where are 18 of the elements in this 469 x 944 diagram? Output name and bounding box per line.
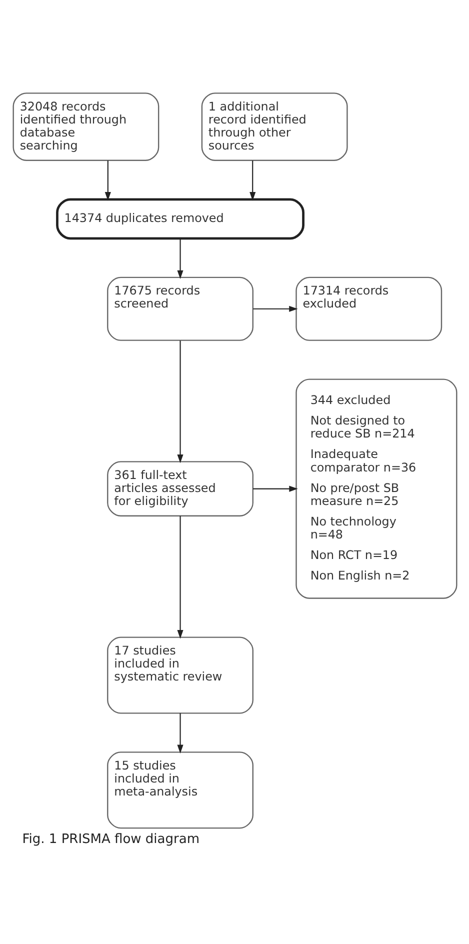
arrow [249,160,256,201]
arrow [252,486,298,492]
node-box: 17 studies included in systematic review [106,636,253,714]
node-box: 17314 records excluded [295,276,442,341]
node-box: 361 full-text articles assessed for eligibility [106,461,253,516]
node-box: 15 studies included in meta-analysis [106,752,253,829]
arrow [104,160,110,201]
node-box: 14374 duplicates removed [56,198,304,240]
caption: Fig. 1 PRISMA flow diagram [22,832,200,847]
arrow [176,238,183,279]
arrow [176,340,183,464]
node-box: 344 excluded Not designed to reduce SB n=214 Inadequate comparator n=36 No pre/post SB measure n=25 No technology n=48 Non RCT n=19 Non English n=2 [295,378,457,599]
node-box: 17675 records screened [106,276,253,341]
node-box: 1 additional record identified through other sources [200,92,348,161]
arrow [252,306,298,312]
arrow [176,713,183,754]
arrow [176,516,183,639]
node-box: 32048 records identified through database searching [12,92,159,161]
